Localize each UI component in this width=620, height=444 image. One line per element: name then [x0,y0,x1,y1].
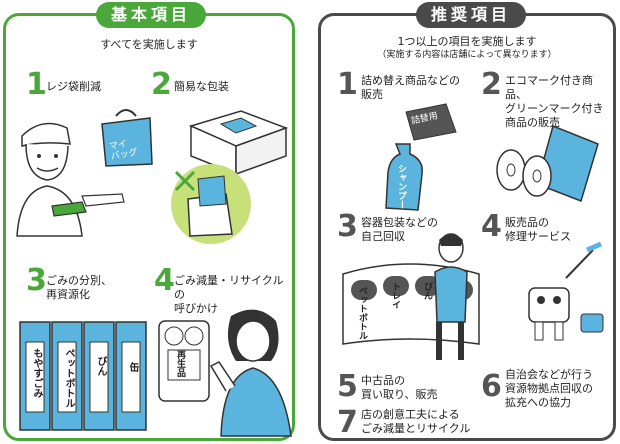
bin-label-pet-bottle: ペットボトル [63,348,74,408]
repair-robot-illustration [528,241,604,341]
recommended-subtitle: 1つ以上の項目を実施します [397,35,537,48]
basic-item-4-label: ごみ減量・リサイクルの 呼びかけ [174,274,284,315]
recommended-item-4-label: 販売品の 修理サービス [505,216,571,243]
my-bag-illustration [101,109,153,167]
recommended-item-6-label: 自治会などが行う 資源物拠点回収の 拡充への協力 [505,368,593,409]
recommended-item-5-number: 5 [337,369,358,404]
recommended-item-6-number: 6 [481,369,502,404]
basic-item-2-label: 簡易な包装 [174,80,229,93]
bin-label-burnable: もやすごみ [31,348,42,398]
basic-tab: 基本項目 [96,2,206,28]
simple-packaging-illustration [188,110,289,176]
basic-item-1-label: レジ袋削減 [46,80,101,93]
recommended-item-7-label: 店の創意工夫による ごみ減量とリサイクル [361,408,471,435]
basic-item-2-number: 2 [151,67,172,102]
collection-label-tray: トレイ [390,282,400,309]
recommended-item-2-number: 2 [481,67,502,102]
basic-item-3-label: ごみの分別、 再資源化 [46,274,112,301]
recommended-item-1-label: 詰め替え商品などの 販売 [361,74,460,101]
recommended-item-5-label: 中古品の 買い取り、販売 [361,374,438,401]
clerk-woman-illustration [209,309,292,437]
basic-item-4-number: 4 [154,263,175,298]
collection-label-pet-bottle: ペットボトル [357,286,367,340]
customer-man-illustration [434,233,468,360]
recommended-item-2-label: エコマーク付き商品、 グリーンマーク付き 商品の販売 [505,74,604,129]
basic-subtitle: すべてを実施します [100,38,198,51]
basic-item-3-number: 3 [26,263,47,298]
recycled-product-label: 再生品 [175,350,185,377]
recommended-items-panel: 推奨項目 1つ以上の項目を実施します （実施する内容は店舗によって異なります） … [318,2,616,441]
recommended-item-1-number: 1 [337,67,358,102]
eco-products-illustration [496,124,599,202]
bin-label-bottle: びん [95,356,106,376]
basic-items-panel: 基本項目 すべてを実施します 1 レジ袋削減 マイ バッグ 2 簡易な包装 3 … [3,2,295,441]
no-overpackaging-illustration [171,164,251,244]
recycled-product-illustration [158,320,210,402]
basic-item-1-number: 1 [26,67,47,102]
collection-label-bottle: びん [422,282,432,300]
shampoo-bottle-label: シャンプー [396,164,406,209]
recommended-item-3-label: 容器包装などの 自己回収 [361,216,438,243]
recommended-tab: 推奨項目 [416,2,526,28]
recommended-item-7-number: 7 [337,405,358,440]
recommended-note: （実施する内容は店舗によって異なります） [377,50,557,60]
sorting-bins-illustration [19,321,147,431]
refill-product-illustration [385,103,457,211]
recommended-item-4-number: 4 [481,209,502,244]
bin-label-can: 缶 [127,362,138,372]
recommended-item-3-number: 3 [337,209,358,244]
shopkeeper-illustration [16,122,125,237]
